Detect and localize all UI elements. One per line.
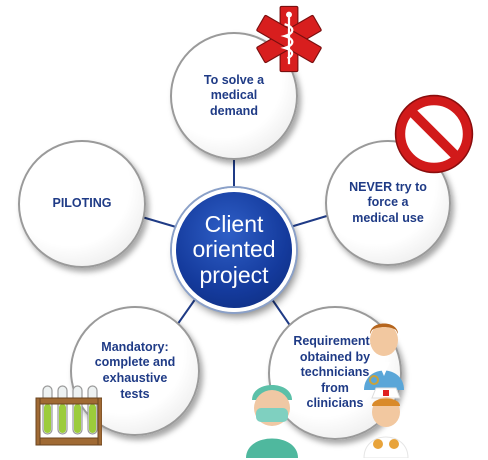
node-solve-medical-demand: To solve a medical demand (170, 32, 298, 160)
node-label: Mandatory: complete and exhaustive tests (94, 339, 176, 401)
node-label: NEVER try to force a medical use (349, 179, 427, 225)
center-label: Client oriented project (192, 211, 276, 288)
star-of-life-icon (256, 5, 322, 73)
node-never-force-medical-use: NEVER try to force a medical use (325, 140, 451, 266)
doctor-figure (364, 323, 404, 390)
center-node: Client oriented project (172, 188, 296, 312)
test-tubes-icon (35, 385, 102, 446)
nurse-figure (363, 387, 409, 458)
medical-staff-icon (246, 323, 409, 458)
node-label: Requirements obtained by technicians fro… (293, 333, 377, 411)
test-tube (42, 385, 98, 435)
node-label: PILOTING (52, 196, 112, 211)
node-piloting: PILOTING (18, 140, 146, 268)
surgeon-figure (246, 385, 298, 458)
node-label: To solve a medical demand (203, 72, 265, 118)
prohibition-sign-icon (394, 94, 474, 174)
